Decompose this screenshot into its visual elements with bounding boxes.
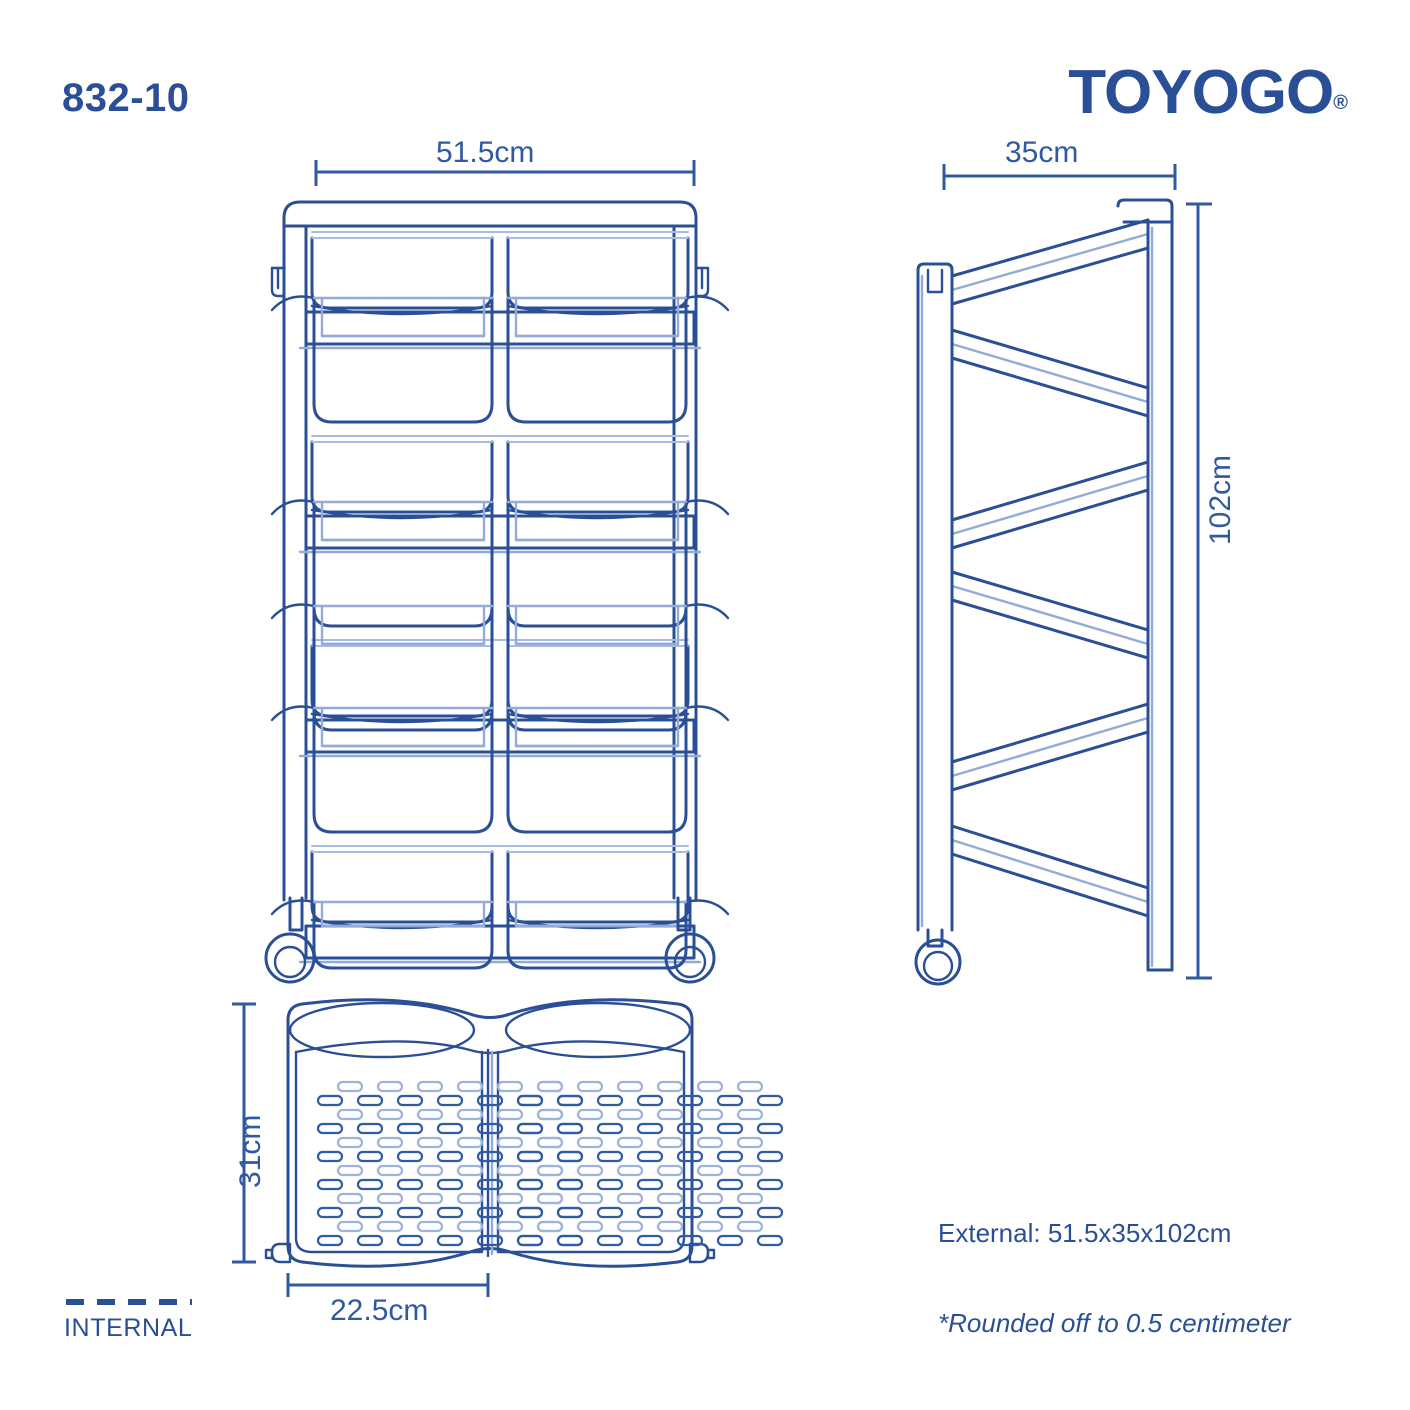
basket-row xyxy=(270,603,730,732)
caster-side xyxy=(914,928,962,986)
perforation-grid-left xyxy=(316,1080,584,1247)
dimension-label-side-height: 102cm xyxy=(1204,454,1237,545)
basket-row xyxy=(298,638,702,758)
basket-foot-left xyxy=(264,1242,292,1264)
basket-row xyxy=(270,705,730,834)
brand-logo: TOYOGO® xyxy=(1068,62,1348,124)
dimension-label-basket-height: 31cm xyxy=(234,1114,267,1188)
cross-brace xyxy=(950,570,1150,660)
side-clip-left xyxy=(270,266,286,298)
external-dimensions-note: External: 51.5x35x102cm xyxy=(938,1218,1232,1248)
dimension-basket-height xyxy=(232,1002,256,1264)
legend-internal-label: INTERNAL xyxy=(64,1314,193,1342)
cross-brace xyxy=(950,218,1150,306)
page-title: 832-10 xyxy=(62,76,190,120)
caster-front-right xyxy=(664,896,716,984)
brand-wordmark: TOYOGO xyxy=(1068,58,1334,127)
perforation-grid-right xyxy=(516,1080,784,1247)
front-elevation-drawing xyxy=(264,200,730,984)
cross-brace xyxy=(950,824,1150,918)
side-elevation-drawing xyxy=(914,198,1174,986)
dimension-front-width xyxy=(314,160,696,186)
dimension-basket-width xyxy=(286,1273,490,1297)
basket-detail-drawing xyxy=(264,998,784,1268)
cross-brace xyxy=(950,460,1150,550)
dimension-label-front-width: 51.5cm xyxy=(436,136,535,169)
registered-trademark-icon: ® xyxy=(1333,92,1348,114)
basket-row xyxy=(298,230,702,350)
basket-row xyxy=(298,434,702,554)
side-clip-right xyxy=(694,266,710,298)
dimension-label-side-depth: 35cm xyxy=(1005,136,1079,169)
dimension-side-depth xyxy=(942,164,1177,190)
dimension-side-height xyxy=(1186,202,1212,980)
cross-brace xyxy=(950,328,1150,418)
basket-row xyxy=(270,295,730,424)
dimension-label-basket-width: 22.5cm xyxy=(330,1294,429,1327)
rounding-note: *Rounded off to 0.5 centimeter xyxy=(938,1308,1291,1338)
cross-brace xyxy=(950,702,1150,792)
caster-front-left xyxy=(264,896,316,984)
basket-row xyxy=(298,844,702,964)
basket-foot-right xyxy=(688,1242,716,1264)
